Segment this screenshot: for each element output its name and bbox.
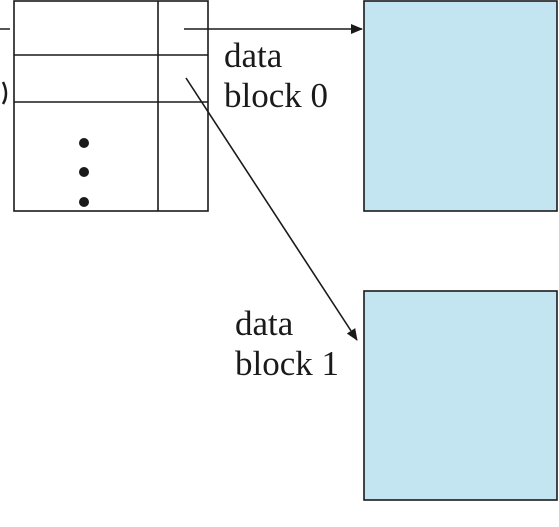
data-block-0 [363,0,558,212]
data-block-1-label-line-1: data [235,304,294,343]
data-block-1-label-line-2: block 1 [235,344,339,383]
data-block-0-label-line-1: data [224,36,283,75]
index-table-border [13,0,209,212]
left-edge-fragment-mark [1,81,8,105]
index-table [0,0,209,212]
data-block-1 [363,290,558,501]
data-block-0-label-line-2: block 0 [224,76,328,115]
ellipsis-dots-icon [79,138,89,207]
pointer-arrow-to-block-1 [185,77,358,341]
